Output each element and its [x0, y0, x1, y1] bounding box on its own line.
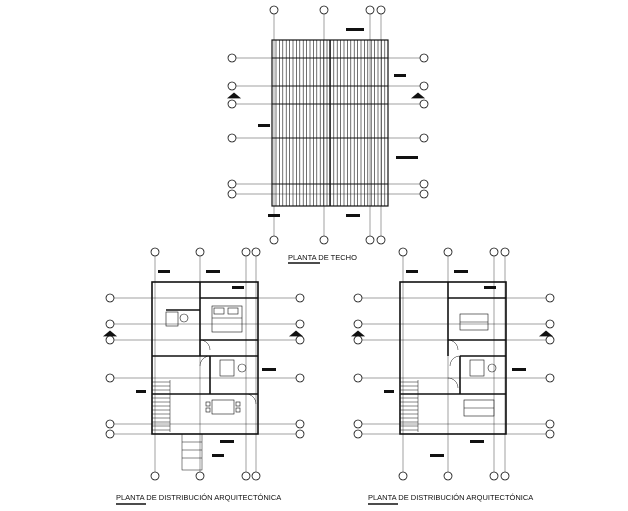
floor-plan-right: PLANTA DE DISTRIBUCIÓN ARQUITECTÓNICA — [350, 247, 555, 505]
left-walls — [151, 281, 259, 435]
roof-grid-vertical — [273, 14, 382, 236]
left-grid-bubbles-top — [150, 247, 261, 257]
left-doors — [199, 339, 257, 405]
right-walls — [399, 281, 507, 435]
right-doors — [447, 339, 461, 389]
right-stairs — [400, 380, 419, 432]
left-grid-bubbles-bottom — [150, 471, 261, 481]
left-plan-caption: PLANTA DE DISTRIBUCIÓN ARQUITECTÓNICA — [116, 493, 281, 502]
left-section-markers — [102, 330, 304, 337]
roof-plan-caption: PLANTA DE TECHO — [288, 253, 357, 262]
left-bath-fixtures — [165, 311, 247, 377]
roof-beams — [272, 40, 388, 206]
left-bed — [211, 305, 243, 333]
left-tags — [136, 270, 276, 457]
left-entry-steps — [181, 433, 203, 471]
floor-plan-left: PLANTA DE DISTRIBUCIÓN ARQUITECTÓNICA — [102, 247, 305, 505]
roof-grid-bubbles-top — [269, 5, 386, 15]
left-stairs — [152, 380, 171, 432]
right-section-markers — [350, 330, 554, 337]
right-beds — [459, 313, 495, 417]
right-tags — [384, 270, 526, 457]
right-plan-caption: PLANTA DE DISTRIBUCIÓN ARQUITECTÓNICA — [368, 493, 533, 502]
roof-plan: PLANTA DE TECHO — [226, 5, 429, 264]
right-bath-fixtures — [469, 359, 497, 377]
roof-grid-bubbles-side — [227, 53, 429, 199]
right-grid-vertical — [402, 256, 506, 472]
left-dining-table — [205, 399, 241, 415]
right-grid-bubbles-top — [398, 247, 510, 257]
left-grid-bubbles-side — [105, 293, 305, 439]
roof-section-markers — [226, 92, 426, 99]
roof-joists — [275, 40, 386, 206]
right-grid-horizontal — [362, 297, 546, 435]
left-grid-horizontal — [114, 297, 296, 435]
right-grid-bubbles-side — [353, 293, 555, 439]
roof-grid-bubbles-bottom — [269, 235, 386, 245]
roof-tags — [258, 28, 418, 217]
right-grid-bubbles-bottom — [398, 471, 510, 481]
